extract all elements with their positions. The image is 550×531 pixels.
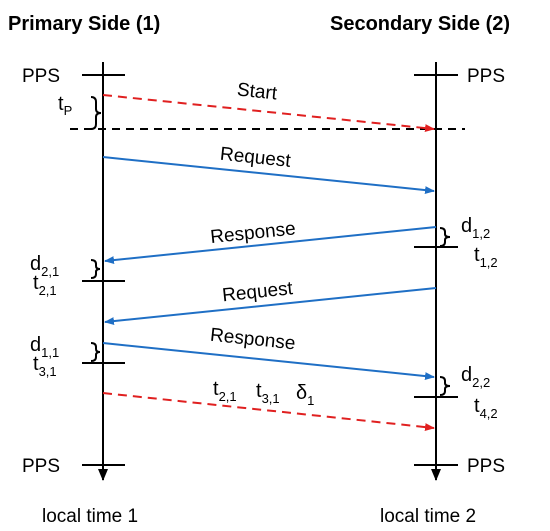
d12-label: d1,2	[461, 215, 490, 241]
t42-label: t4,2	[474, 395, 498, 421]
final-delta-label: δ1	[296, 382, 314, 408]
tp-brace	[90, 96, 102, 130]
response-label-2: Response	[209, 325, 296, 355]
secondary-pps-top-label: PPS	[467, 66, 505, 87]
d11-brace	[90, 342, 101, 362]
primary-pps-bottom-label: PPS	[22, 456, 60, 477]
secondary-footer-label: local time 2	[380, 506, 476, 527]
primary-pps-top-label: PPS	[22, 66, 60, 87]
request-arrow-2	[104, 287, 437, 326]
t21-label: t2,1	[33, 272, 57, 298]
d21-brace	[90, 259, 101, 279]
final-t31-label: t3,1	[256, 380, 280, 406]
request-arrow-1	[102, 156, 435, 195]
secondary-pps-bottom-label: PPS	[467, 456, 505, 477]
t12-label: t1,2	[474, 244, 498, 270]
primary-footer-label: local time 1	[42, 506, 138, 527]
start-arrow	[102, 94, 435, 133]
request-label-2: Request	[221, 278, 294, 306]
d12-brace	[439, 227, 451, 247]
d21-label: d2,1	[30, 253, 59, 279]
final-timestamp-arrow	[102, 392, 435, 432]
request-label-1: Request	[219, 144, 292, 172]
tp-label: tP	[58, 93, 72, 118]
start-label: Start	[236, 79, 279, 104]
final-t21-label: t2,1	[213, 378, 237, 404]
d11-label: d1,1	[30, 334, 59, 360]
response-arrow-1	[104, 226, 437, 265]
response-arrow-2	[102, 342, 435, 381]
t31-label: t3,1	[33, 353, 57, 379]
d22-label: d2,2	[461, 364, 490, 390]
d22-brace	[439, 376, 451, 396]
secondary-side-title: Secondary Side (2)	[330, 13, 510, 35]
primary-side-title: Primary Side (1)	[8, 13, 160, 35]
